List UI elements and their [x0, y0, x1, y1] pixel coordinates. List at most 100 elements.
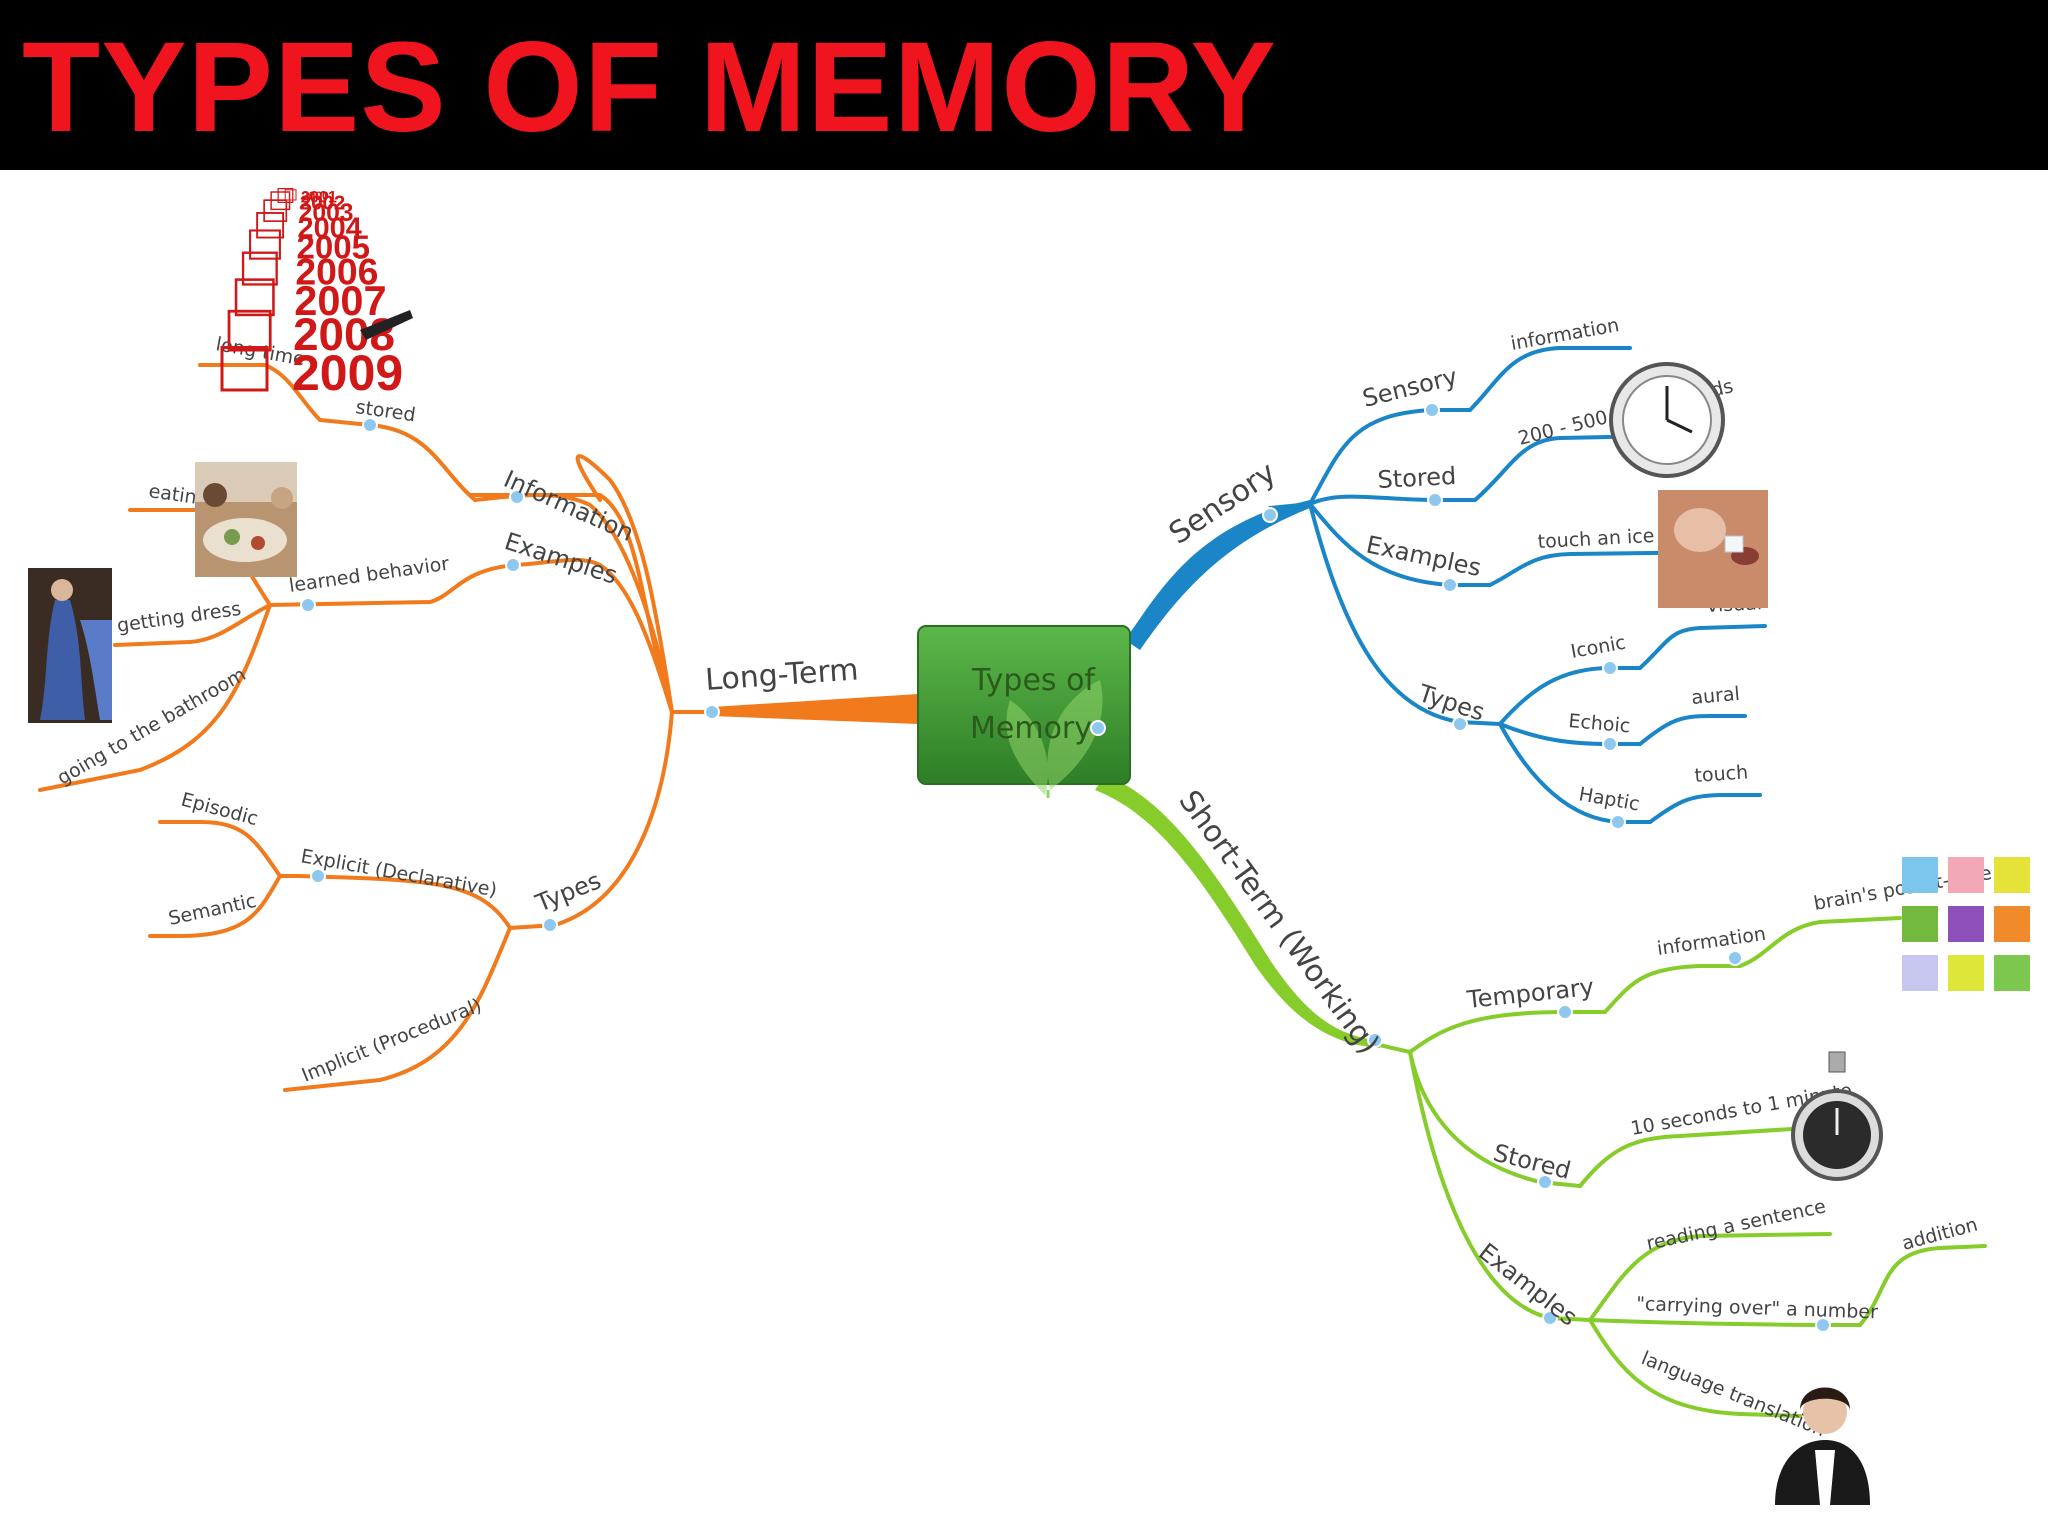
node-dot	[1424, 402, 1440, 418]
temporary-information-label: information	[1656, 923, 1768, 960]
types-to-implicit	[283, 926, 512, 1092]
calendar-year-label: 2008	[293, 309, 395, 360]
node-dot	[310, 868, 326, 884]
node-dot	[509, 489, 525, 505]
calendar-year-label: 2005	[296, 230, 370, 267]
pen-icon	[360, 310, 413, 340]
explicit-to-episodic	[158, 820, 282, 878]
node-dot	[505, 557, 521, 573]
calendar-year-label: 2006	[295, 250, 378, 292]
touch-label: touch	[1694, 761, 1749, 787]
node-dot	[1090, 720, 1106, 736]
checkbox-icon	[249, 229, 281, 260]
central-node-line2: Memory	[970, 711, 1092, 746]
long-term-branch	[38, 363, 918, 1092]
short-term-trunk	[1095, 775, 1380, 1048]
checkbox-icon	[284, 189, 297, 201]
checkbox-icon	[227, 309, 272, 352]
examples-to-learned	[268, 563, 517, 607]
central-node-line1: Types of	[971, 663, 1096, 698]
calendar-year-label: 2000	[302, 189, 329, 203]
sub-to-information	[1468, 346, 1632, 412]
checkbox-icon	[263, 199, 288, 222]
short-term-nodes	[1367, 950, 1831, 1333]
language-label: language translation	[1638, 1347, 1829, 1441]
haptic-label: Haptic	[1577, 783, 1641, 815]
sensory-to-sub	[1308, 408, 1472, 506]
reading-label: reading a sentence	[1644, 1195, 1827, 1255]
page-title: TYPES OF MEMORY	[22, 16, 1277, 159]
sensory-to-stored	[1308, 494, 1477, 506]
examples-to-reading	[1588, 1232, 1832, 1322]
dressing-woman-image	[28, 568, 112, 723]
information-line	[473, 493, 674, 714]
calendar-year-label: 2002	[300, 191, 345, 214]
long-term-trunk	[712, 694, 918, 724]
checkbox-icon	[277, 187, 294, 203]
iconic-to-visual	[1638, 624, 1767, 670]
types-label: Types	[531, 866, 605, 918]
iconic-label: Iconic	[1569, 632, 1627, 663]
central-node: Types of Memory	[917, 625, 1131, 798]
sensory-sub-label: Sensory	[1360, 362, 1460, 413]
sensory-trunk	[1125, 500, 1310, 650]
ice-cube-mouth-image	[1658, 490, 1768, 608]
calendar-year-label: 2004	[298, 213, 362, 245]
calendar-year-label: 2007	[294, 277, 386, 324]
examples-line	[513, 557, 674, 714]
learned-behavior-label: learned behavior	[288, 553, 451, 597]
short-to-temporary	[1408, 1010, 1607, 1054]
stored-to-detail	[1473, 433, 1712, 502]
node-dot	[1602, 736, 1618, 752]
calendar-year-label: 2003	[299, 200, 354, 227]
family-dinner-image	[195, 462, 297, 577]
node-dot	[1537, 1174, 1553, 1190]
explicit-to-semantic	[148, 874, 282, 938]
node-dot	[1427, 492, 1443, 508]
node-dot	[300, 597, 316, 613]
examples-label: Examples	[501, 527, 621, 590]
types-line	[508, 710, 674, 930]
echoic-label: Echoic	[1568, 710, 1632, 737]
header-bar: TYPES OF MEMORY	[0, 0, 2048, 170]
examples-to-carrying	[1588, 1318, 1862, 1327]
short-term-label: Short-Term (Working)	[1172, 784, 1386, 1061]
node-dot	[1442, 577, 1458, 593]
node-dot	[542, 917, 558, 933]
long-term-to-information-curve	[575, 454, 674, 714]
checkbox-icon	[220, 346, 269, 392]
short-to-examples	[1408, 1050, 1592, 1322]
node-dot	[1557, 1004, 1573, 1020]
haptic-to-touch	[1648, 793, 1762, 824]
sensory-nodes	[1262, 402, 1626, 830]
information-to-postit	[1738, 916, 1902, 968]
node-dot	[1262, 507, 1278, 523]
examples-to-language	[1588, 1318, 1802, 1418]
calendar-year-label: 2001	[301, 188, 337, 206]
checkbox-icon	[256, 212, 285, 239]
echoic-to-aural	[1638, 714, 1747, 746]
explicit-label: Explicit (Declarative)	[299, 845, 499, 901]
checkbox-icon	[234, 278, 275, 317]
leaf-icon	[1006, 680, 1103, 795]
learned-to-bathroom	[38, 603, 272, 792]
checkbox-icon	[241, 251, 278, 286]
node-dot	[1542, 1310, 1558, 1326]
sensory-main-line	[1268, 502, 1312, 510]
temporary-label: Temporary	[1465, 973, 1596, 1014]
stopwatch-image	[1791, 1051, 1883, 1181]
learned-to-getting-dress	[113, 603, 272, 647]
calendar-year-label: 2009	[292, 345, 403, 401]
stored-to-detail	[1578, 1124, 1842, 1188]
temporary-to-information	[1603, 964, 1742, 1014]
sensory-to-examples	[1308, 502, 1492, 587]
types-to-explicit	[278, 874, 512, 930]
long-term-nodes	[300, 417, 720, 933]
node-dot	[704, 704, 720, 720]
node-dot	[362, 417, 378, 433]
long-term-to-information	[468, 493, 674, 714]
long-term-label: Long-Term	[704, 652, 859, 698]
clock-image	[1609, 362, 1725, 478]
